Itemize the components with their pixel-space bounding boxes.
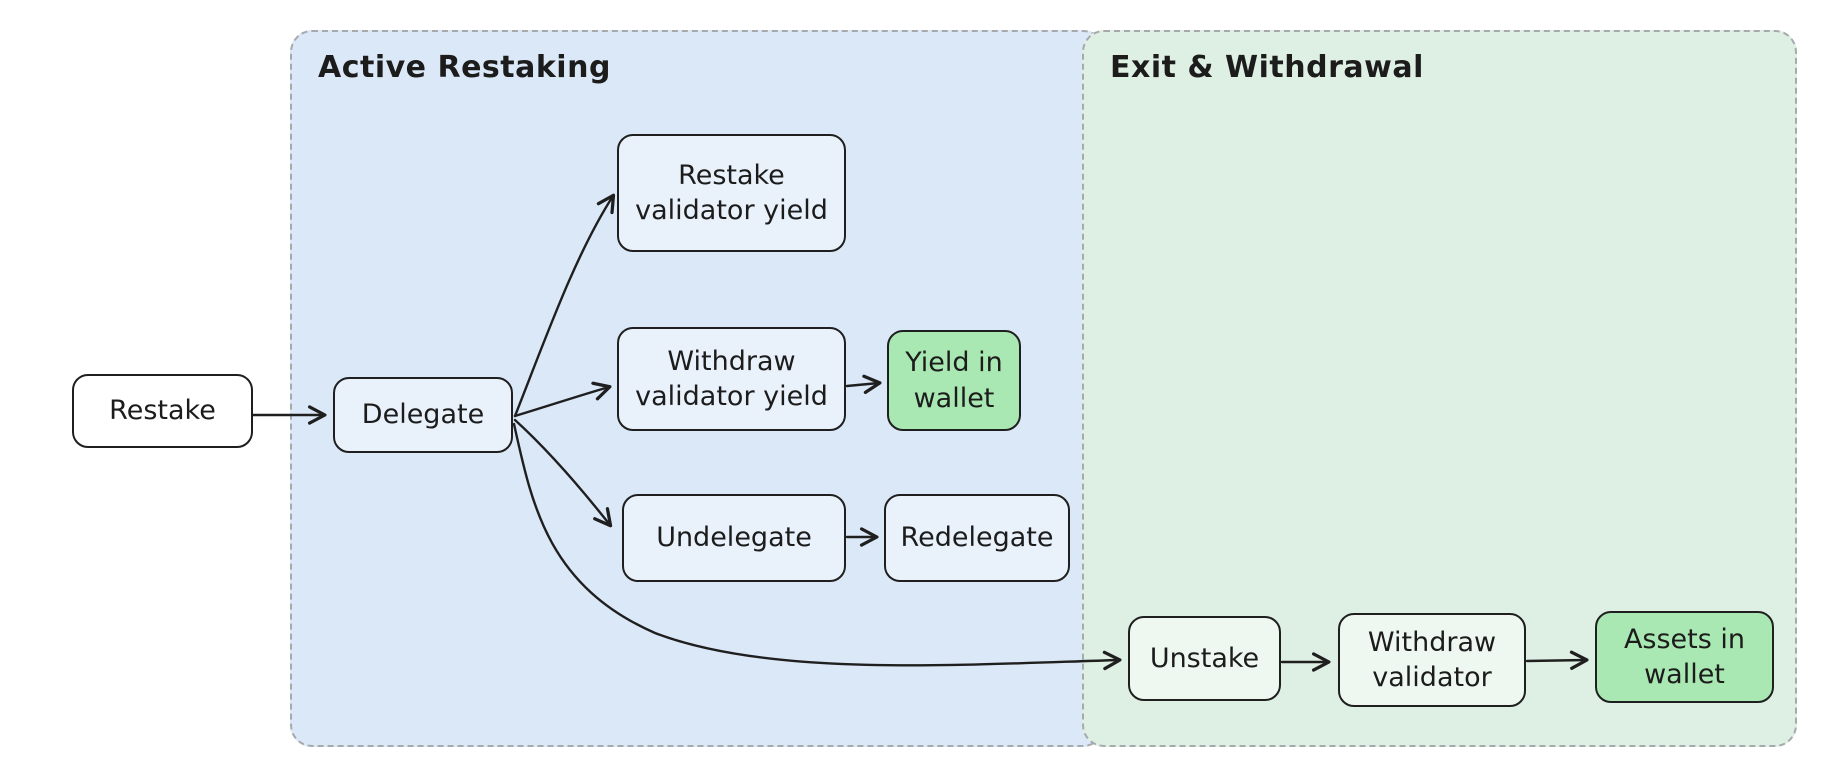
node-undelegate-label: Undelegate bbox=[656, 522, 812, 554]
node-redelegate-label: Redelegate bbox=[900, 522, 1054, 554]
node-unstake[interactable]: Unstake bbox=[1128, 616, 1281, 701]
group-active-restaking-label: Active Restaking bbox=[318, 50, 611, 85]
node-restake-validator-yield-label: Restake validator yield bbox=[635, 159, 828, 226]
node-delegate-label: Delegate bbox=[361, 399, 485, 431]
node-withdraw-validator-yield-label: Withdraw validator yield bbox=[635, 345, 828, 412]
node-assets-in-wallet-label: Assets in wallet bbox=[1623, 623, 1746, 690]
node-withdraw-validator[interactable]: Withdraw validator bbox=[1338, 613, 1526, 707]
node-yield-in-wallet-label: Yield in wallet bbox=[905, 347, 1003, 414]
group-exit-withdrawal-label: Exit & Withdrawal bbox=[1110, 50, 1424, 85]
node-restake[interactable]: Restake bbox=[72, 374, 253, 448]
node-yield-in-wallet[interactable]: Yield in wallet bbox=[887, 330, 1021, 431]
node-restake-validator-yield[interactable]: Restake validator yield bbox=[617, 134, 846, 252]
node-delegate[interactable]: Delegate bbox=[333, 377, 513, 453]
node-unstake-label: Unstake bbox=[1149, 642, 1260, 674]
node-restake-label: Restake bbox=[109, 395, 216, 427]
node-withdraw-validator-label: Withdraw validator bbox=[1367, 626, 1497, 693]
node-assets-in-wallet[interactable]: Assets in wallet bbox=[1595, 611, 1774, 703]
node-withdraw-validator-yield[interactable]: Withdraw validator yield bbox=[617, 327, 846, 431]
node-redelegate[interactable]: Redelegate bbox=[884, 494, 1070, 582]
node-undelegate[interactable]: Undelegate bbox=[622, 494, 846, 582]
